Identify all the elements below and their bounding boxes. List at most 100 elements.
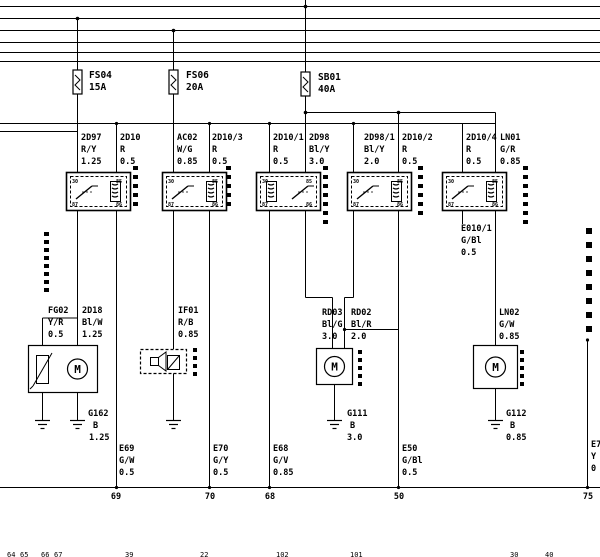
svg-text:Bl/G: Bl/G xyxy=(322,320,342,330)
ground-symbol-5 xyxy=(488,419,503,430)
label-e010-1: E010/1G/Bl0.5 xyxy=(461,224,492,258)
relay-3-pin-86: 86 xyxy=(306,202,312,208)
svg-text:R: R xyxy=(212,145,218,155)
svg-text:G/Y: G/Y xyxy=(213,456,229,466)
svg-text:G112: G112 xyxy=(506,409,526,419)
fuse-sb01-rating: 40A xyxy=(318,84,335,95)
relay-4-pin-87: 87 xyxy=(353,202,359,208)
relay-feed-wiring xyxy=(0,94,496,172)
svg-text:E7: E7 xyxy=(591,440,600,450)
relay-3-switch xyxy=(291,185,309,200)
svg-text:Bl/W: Bl/W xyxy=(82,318,103,328)
fuse-fs04-rating: 15A xyxy=(89,82,106,93)
svg-text:3.0: 3.0 xyxy=(347,433,362,443)
fuse-fs06-id: FS06 xyxy=(186,70,209,81)
annotation-col-5 xyxy=(418,166,423,215)
svg-text:W/G: W/G xyxy=(177,145,192,155)
relay-4-pin-85: 85 xyxy=(397,179,403,185)
relay-4-pin-86: 86 xyxy=(397,202,403,208)
ground-symbol-2 xyxy=(70,419,85,430)
fan-motor-right: M xyxy=(472,344,519,420)
svg-text:0.85: 0.85 xyxy=(178,330,198,340)
svg-text:R/Y: R/Y xyxy=(81,145,97,155)
svg-text:64: 64 xyxy=(7,551,15,557)
svg-text:E68: E68 xyxy=(273,444,288,454)
svg-text:0.5: 0.5 xyxy=(273,157,288,167)
svg-text:LN01: LN01 xyxy=(500,133,520,143)
svg-text:E010/1: E010/1 xyxy=(461,224,492,234)
svg-text:0.5: 0.5 xyxy=(120,157,135,167)
relay-2-coil xyxy=(206,181,217,202)
svg-text:0.85: 0.85 xyxy=(500,157,520,167)
relay-2-pin-85: 85 xyxy=(212,179,218,185)
lower-wiring xyxy=(0,210,600,488)
svg-text:G/V: G/V xyxy=(273,456,288,466)
svg-text:2D10/4: 2D10/4 xyxy=(466,133,497,143)
svg-text:RD03: RD03 xyxy=(322,308,342,318)
svg-text:G/R: G/R xyxy=(500,145,516,155)
fuse-fs06-rating: 20A xyxy=(186,82,203,93)
relay-5-coil xyxy=(486,181,497,202)
svg-text:G/W: G/W xyxy=(119,456,135,466)
annotation-col-6 xyxy=(523,166,528,224)
motor-letter-left: M xyxy=(74,363,81,376)
svg-text:IF01: IF01 xyxy=(178,306,198,316)
svg-text:1.25: 1.25 xyxy=(81,157,101,167)
ground-g112: G112 B 0.85 xyxy=(506,409,526,443)
chinese-annotations xyxy=(44,166,592,386)
bus-number-75: 75 xyxy=(583,492,593,502)
svg-text:0.5: 0.5 xyxy=(213,468,228,478)
svg-text:2D10/2: 2D10/2 xyxy=(402,133,433,143)
svg-text:2D98/1: 2D98/1 xyxy=(364,133,395,143)
bus-number-50: 50 xyxy=(394,492,404,502)
relay-1-pin-86: 86 xyxy=(116,202,122,208)
svg-text:0.85: 0.85 xyxy=(499,332,519,342)
bus-number-70: 70 xyxy=(205,492,215,502)
relay-1-pin-85: 85 xyxy=(116,179,122,185)
svg-text:3.0: 3.0 xyxy=(309,157,324,167)
svg-text:0.5: 0.5 xyxy=(466,157,481,167)
svg-text:2D10/3: 2D10/3 xyxy=(212,133,243,143)
svg-text:B: B xyxy=(350,421,355,431)
relay-feed-dots xyxy=(114,110,401,126)
svg-text:B: B xyxy=(93,421,98,431)
ground-symbols xyxy=(35,419,503,430)
svg-text:0: 0 xyxy=(591,464,596,474)
svg-text:2D97: 2D97 xyxy=(81,133,101,143)
svg-text:0.85: 0.85 xyxy=(177,157,197,167)
svg-text:R/B: R/B xyxy=(178,318,193,328)
ac-actuator xyxy=(139,345,188,420)
svg-text:FG02: FG02 xyxy=(48,306,68,316)
relay-3-pin-87: 87 xyxy=(262,202,268,208)
svg-text:Bl/Y: Bl/Y xyxy=(309,145,330,155)
svg-text:0.5: 0.5 xyxy=(402,157,417,167)
blower-motor-middle: M xyxy=(315,347,354,420)
lower-wiring-dots xyxy=(114,327,590,490)
relay-1-pin-30: 30 xyxy=(72,179,78,185)
svg-text:1.25: 1.25 xyxy=(89,433,109,443)
svg-text:3.0: 3.0 xyxy=(322,332,337,342)
svg-text:G162: G162 xyxy=(88,409,108,419)
fuse-sb01-id: SB01 xyxy=(318,72,341,83)
lower-numbers: 64 65 66 67 39 22 102 101 30 40 xyxy=(7,551,553,557)
bus-junction-dots xyxy=(75,4,308,33)
annotation-col-2 xyxy=(133,166,138,206)
relay-1-switch xyxy=(75,185,93,200)
svg-text:2.0: 2.0 xyxy=(351,332,366,342)
svg-text:R: R xyxy=(466,145,472,155)
svg-text:B: B xyxy=(510,421,515,431)
